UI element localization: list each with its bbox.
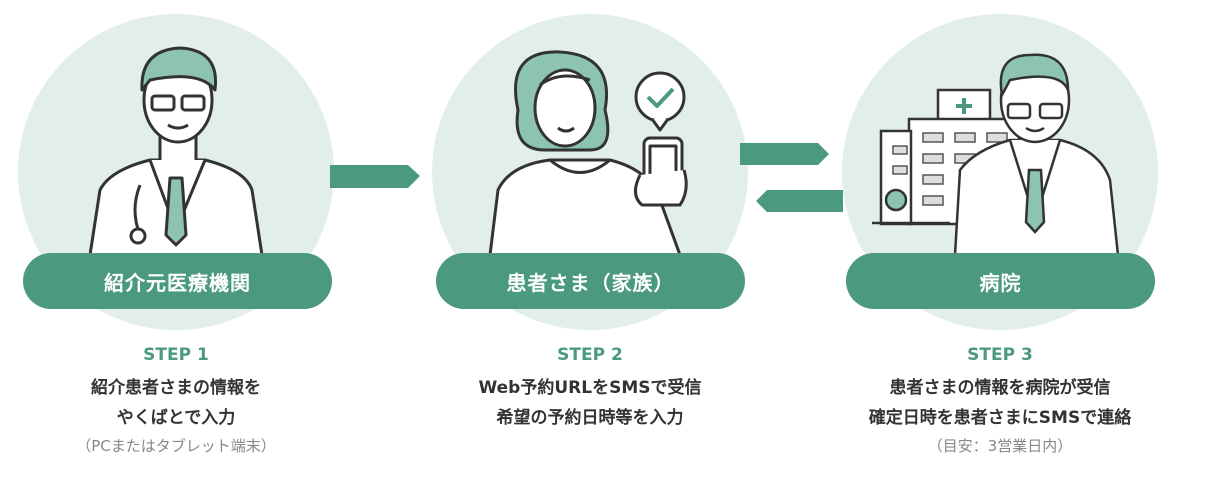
patient-with-phone-icon	[488, 50, 688, 257]
step-description-line: 患者さまの情報を病院が受信	[889, 378, 1111, 398]
step-number: STEP 2	[557, 345, 623, 365]
doctor-icon	[88, 46, 264, 257]
step3-text: STEP 3 患者さまの情報を病院が受信 確定日時を患者さまにSMSで連絡 （目…	[830, 345, 1170, 459]
role-label-hospital: 病院	[846, 253, 1155, 309]
role-label-patient: 患者さま（家族）	[436, 253, 745, 309]
step-note: （目安：3営業日内）	[927, 437, 1073, 455]
step-number: STEP 3	[967, 345, 1033, 365]
step-description-line: 確定日時を患者さまにSMSで連絡	[868, 408, 1132, 428]
step1-text: STEP 1 紹介患者さまの情報を やくばとで入力 （PCまたはタブレット端末）	[6, 345, 346, 459]
step2-text: STEP 2 Web予約URLをSMSで受信 希望の予約日時等を入力	[420, 345, 760, 433]
arrows-bidirectional	[740, 143, 843, 212]
hospital-doctor-icon	[872, 53, 1120, 257]
illustrations	[88, 46, 1120, 257]
role-label-referring-clinic: 紹介元医療機関	[23, 253, 332, 309]
step-description-line: Web予約URLをSMSで受信	[478, 378, 702, 398]
arrow-right-1	[330, 165, 420, 188]
step-description-line: 紹介患者さまの情報を	[91, 378, 261, 398]
step-number: STEP 1	[143, 345, 209, 365]
step-note: （PCまたはタブレット端末）	[76, 437, 276, 455]
step-description-line: 希望の予約日時等を入力	[496, 408, 684, 428]
step-description-line: やくばとで入力	[116, 408, 236, 428]
